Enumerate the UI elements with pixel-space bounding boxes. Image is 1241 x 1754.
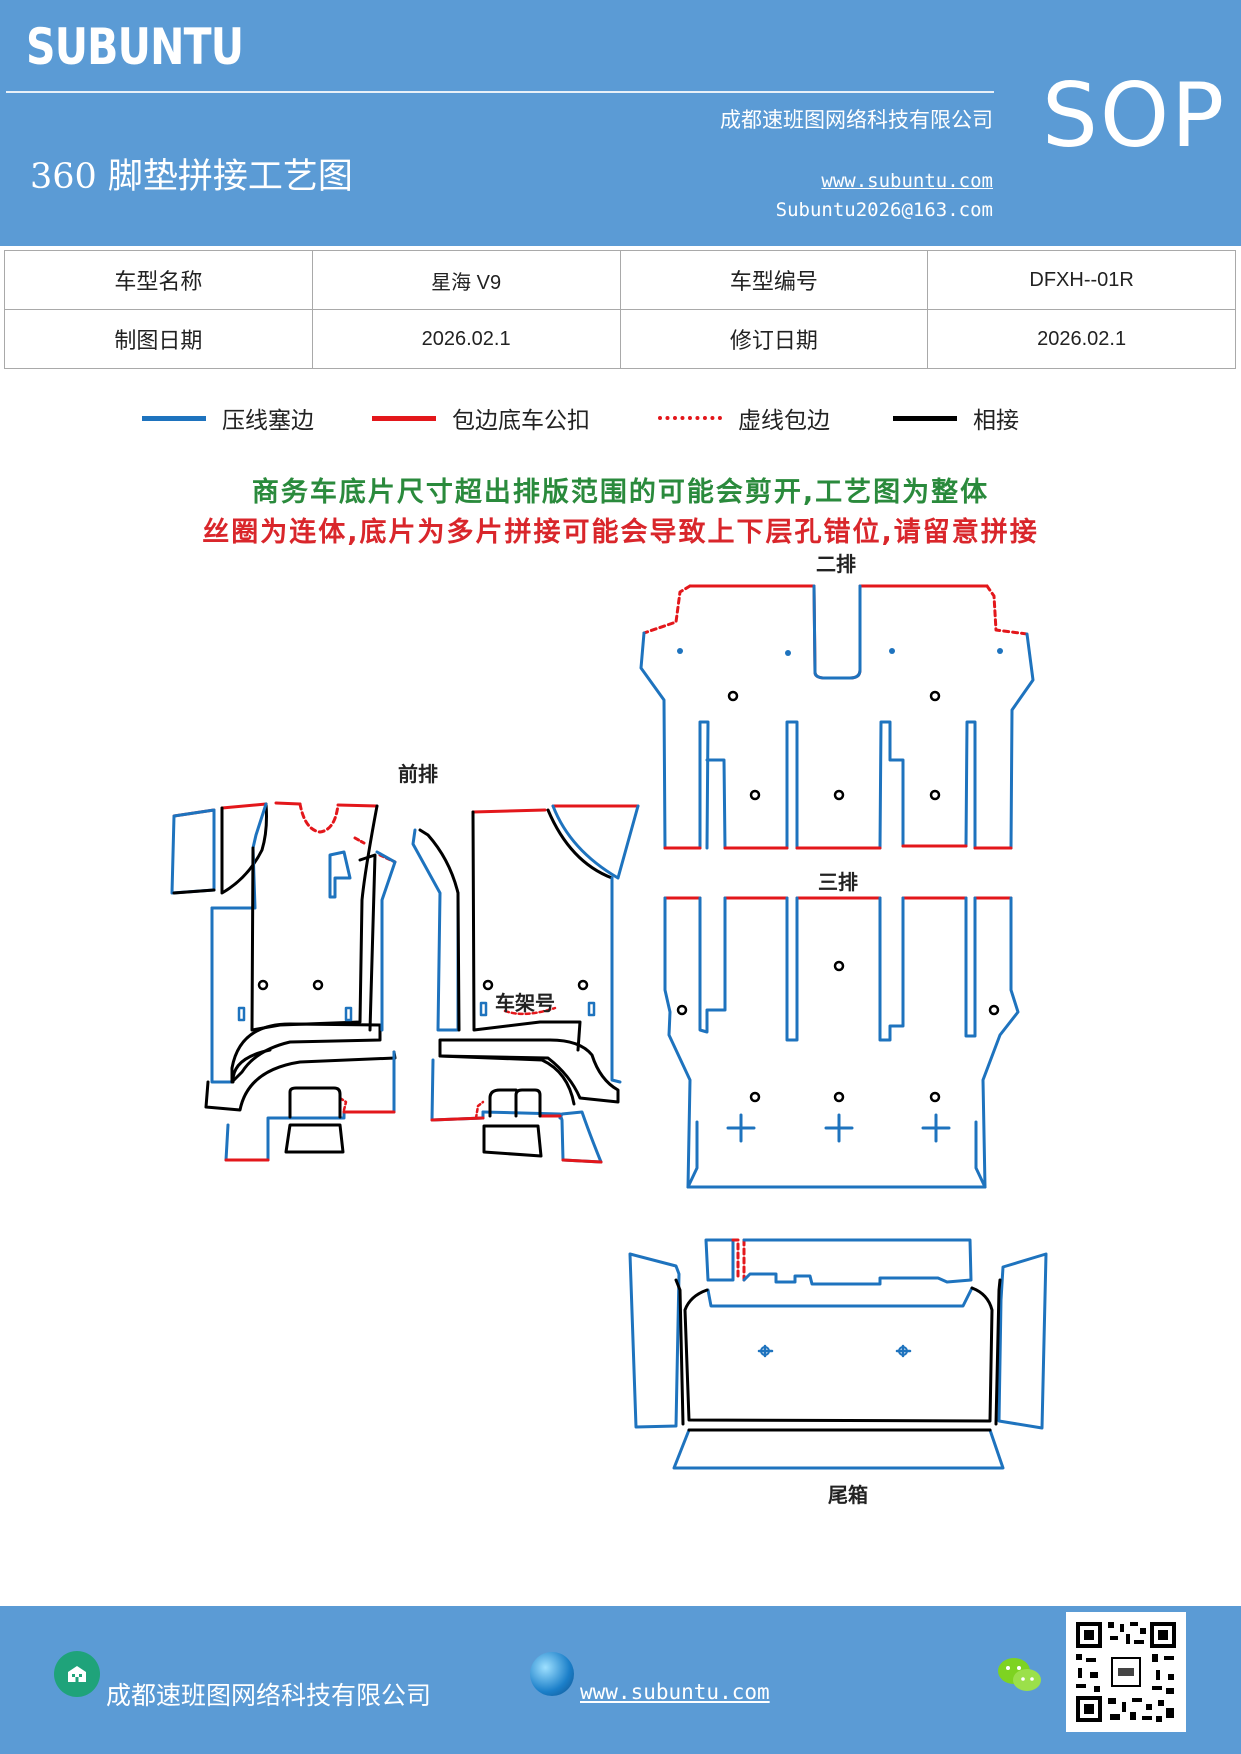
legend-label: 压线塞边 bbox=[222, 408, 314, 434]
legend-item-dotted: 虚线包边 bbox=[658, 398, 830, 438]
trunk-mat bbox=[628, 1238, 1048, 1470]
line-legend: 压线塞边 包边底车公扣 虚线包边 相接 bbox=[0, 398, 1241, 438]
front-row-driver-mat bbox=[170, 801, 397, 1162]
page-title: 360 脚垫拼接工艺图 bbox=[30, 157, 353, 197]
third-row-mat bbox=[663, 896, 1020, 1189]
legend-label: 相接 bbox=[973, 408, 1019, 434]
model-code-value: DFXH--01R bbox=[927, 250, 1236, 310]
draw-date-label: 制图日期 bbox=[4, 309, 313, 369]
legend-label: 包边底车公扣 bbox=[452, 408, 590, 434]
blue-line-swatch bbox=[142, 415, 206, 421]
dotted-line-swatch bbox=[658, 416, 722, 420]
footer-banner: 成都速班图网络科技有限公司 www.subuntu.com bbox=[0, 1606, 1241, 1754]
third-row-label: 三排 bbox=[818, 870, 858, 894]
trunk-label: 尾箱 bbox=[828, 1483, 868, 1507]
header-banner: SUBUNTU 成都速班图网络科技有限公司 360 脚垫拼接工艺图 www.su… bbox=[0, 0, 1241, 246]
model-code-label: 车型编号 bbox=[619, 250, 929, 310]
model-name-value: 星海 V9 bbox=[311, 250, 621, 310]
table-row: 车型名称 星海 V9 车型编号 DFXH--01R bbox=[4, 250, 1236, 310]
building-icon bbox=[54, 1651, 100, 1697]
sop-badge: SOP bbox=[1042, 64, 1227, 167]
notice-line-2: 丝圈为连体,底片为多片拼接可能会导致上下层孔错位,请留意拼接 bbox=[202, 517, 1039, 548]
floor-mat-diagram: 二排 前排 三排 尾箱 bbox=[170, 552, 1048, 1507]
footer-website-link[interactable]: www.subuntu.com bbox=[580, 1680, 770, 1704]
legend-item-blue: 压线塞边 bbox=[142, 398, 314, 438]
footer-company-name: 成都速班图网络科技有限公司 bbox=[106, 1681, 432, 1710]
frame-number-label: 车架号 bbox=[495, 991, 555, 1015]
legend-item-black: 相接 bbox=[893, 398, 1019, 438]
globe-icon bbox=[530, 1652, 574, 1696]
header-company-name: 成都速班图网络科技有限公司 bbox=[720, 108, 993, 132]
second-row-label: 二排 bbox=[816, 552, 856, 576]
front-row-label: 前排 bbox=[398, 762, 438, 786]
legend-label: 虚线包边 bbox=[738, 408, 830, 434]
second-row-mat bbox=[639, 584, 1035, 850]
table-row: 制图日期 2026.02.1 修订日期 2026.02.1 bbox=[4, 309, 1236, 369]
vehicle-info-table: 车型名称 星海 V9 车型编号 DFXH--01R 制图日期 2026.02.1… bbox=[4, 250, 1236, 369]
model-name-label: 车型名称 bbox=[4, 250, 313, 310]
wechat-icon[interactable] bbox=[996, 1654, 1044, 1702]
draw-date-value: 2026.02.1 bbox=[311, 309, 621, 369]
legend-item-red: 包边底车公扣 bbox=[372, 398, 590, 438]
revise-date-value: 2026.02.1 bbox=[927, 309, 1236, 369]
revise-date-label: 修订日期 bbox=[619, 309, 929, 369]
front-row-passenger-mat: 车架号 bbox=[411, 804, 640, 1164]
header-website-link[interactable]: www.subuntu.com bbox=[821, 170, 993, 192]
brand-logo: SUBUNTU bbox=[26, 18, 244, 76]
header-divider bbox=[6, 91, 994, 93]
red-line-swatch bbox=[372, 415, 436, 421]
qr-code[interactable] bbox=[1066, 1612, 1186, 1732]
notice-line-1: 商务车底片尺寸超出排版范围的可能会剪开,工艺图为整体 bbox=[251, 477, 990, 508]
header-email[interactable]: Subuntu2026@163.com bbox=[775, 199, 993, 221]
black-line-swatch bbox=[893, 415, 957, 421]
